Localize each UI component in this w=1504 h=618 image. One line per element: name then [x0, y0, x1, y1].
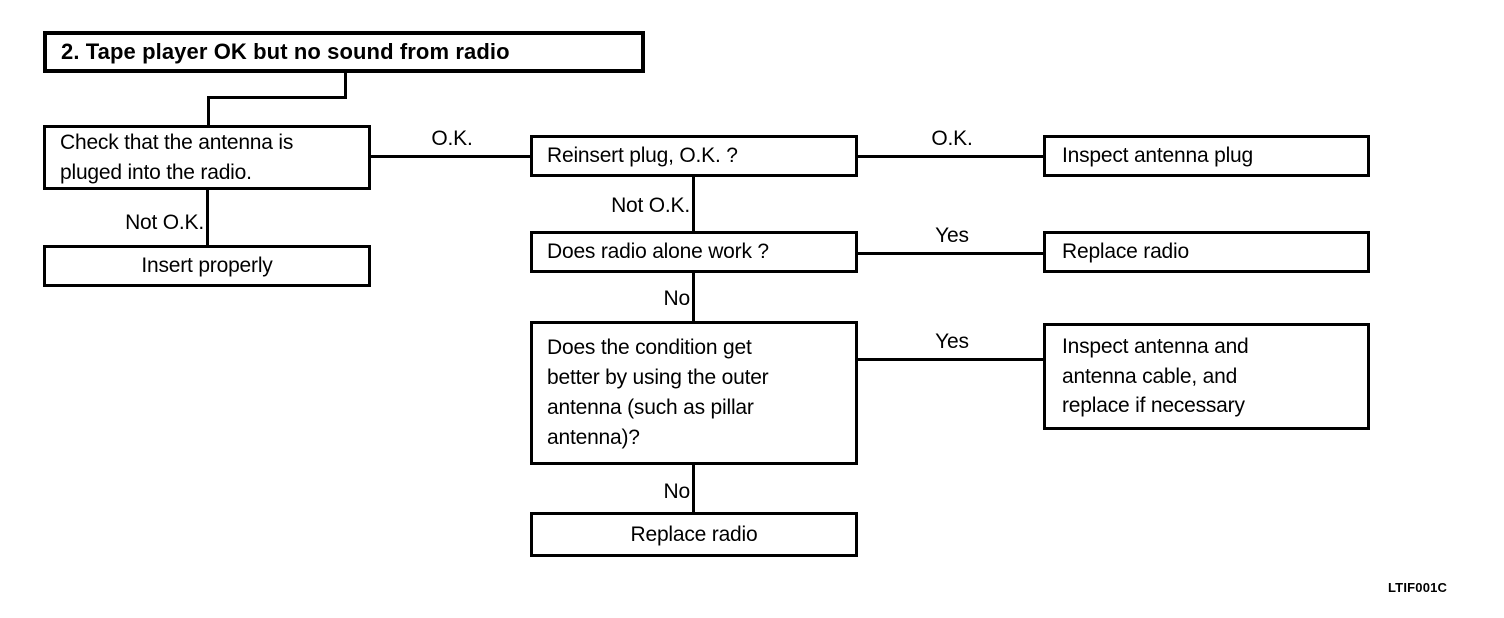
node-radio-alone-work: Does radio alone work ?	[530, 231, 858, 273]
node-inspect-antenna-cable-label: Inspect antenna and antenna cable, and r…	[1062, 334, 1249, 418]
node-check-antenna: Check that the antenna is pluged into th…	[43, 125, 371, 190]
edge-label-reinsert-to-inspect: O.K.	[931, 127, 973, 150]
node-title-box: 2. Tape player OK but no sound from radi…	[43, 31, 645, 73]
node-radio-alone-work-label: Does radio alone work ?	[547, 240, 769, 264]
reference-code: LTIF001C	[1388, 580, 1448, 595]
node-check-antenna-label: Check that the antenna is pluged into th…	[60, 130, 294, 184]
edge-label-radio-alone-to-replace: Yes	[935, 224, 969, 247]
node-title-label: 2. Tape player OK but no sound from radi…	[61, 39, 510, 65]
connector-title-vertical-down	[344, 73, 347, 99]
edge-label-check-to-reinsert: O.K.	[431, 127, 473, 150]
connector-radio-alone-to-replace	[858, 252, 1046, 255]
node-replace-radio-bottom: Replace radio	[530, 512, 858, 557]
edge-label-outer-to-replace: No	[663, 480, 691, 503]
node-replace-radio-right: Replace radio	[1043, 231, 1370, 273]
node-inspect-antenna-plug: Inspect antenna plug	[1043, 135, 1370, 177]
connector-outer-to-replace	[692, 465, 695, 512]
connector-title-horizontal	[207, 96, 347, 99]
edge-label-check-to-insert: Not O.K.	[125, 211, 204, 234]
node-replace-radio-bottom-label: Replace radio	[630, 522, 758, 546]
edge-label-outer-to-inspect-cable: Yes	[935, 330, 969, 353]
node-insert-properly: Insert properly	[43, 245, 371, 287]
node-inspect-antenna-plug-label: Inspect antenna plug	[1062, 144, 1253, 168]
node-replace-radio-right-label: Replace radio	[1062, 240, 1189, 264]
node-insert-properly-label: Insert properly	[141, 254, 273, 278]
node-outer-antenna: Does the condition get better by using t…	[530, 321, 858, 465]
connector-reinsert-to-inspect	[858, 155, 1046, 158]
node-outer-antenna-label: Does the condition get better by using t…	[547, 336, 769, 449]
edge-label-radio-alone-to-outer: No	[663, 287, 691, 310]
connector-check-to-insert	[206, 190, 209, 245]
connector-check-to-reinsert	[371, 155, 533, 158]
node-reinsert-plug-label: Reinsert plug, O.K. ?	[547, 144, 738, 168]
edge-label-reinsert-to-radio-alone: Not O.K.	[611, 194, 690, 217]
connector-title-vertical-into-check	[207, 96, 210, 127]
connector-radio-alone-to-outer	[692, 273, 695, 321]
node-inspect-antenna-cable: Inspect antenna and antenna cable, and r…	[1043, 323, 1370, 430]
connector-outer-to-inspect-cable	[858, 358, 1046, 361]
connector-reinsert-to-radio-alone	[692, 177, 695, 231]
node-reinsert-plug: Reinsert plug, O.K. ?	[530, 135, 858, 177]
